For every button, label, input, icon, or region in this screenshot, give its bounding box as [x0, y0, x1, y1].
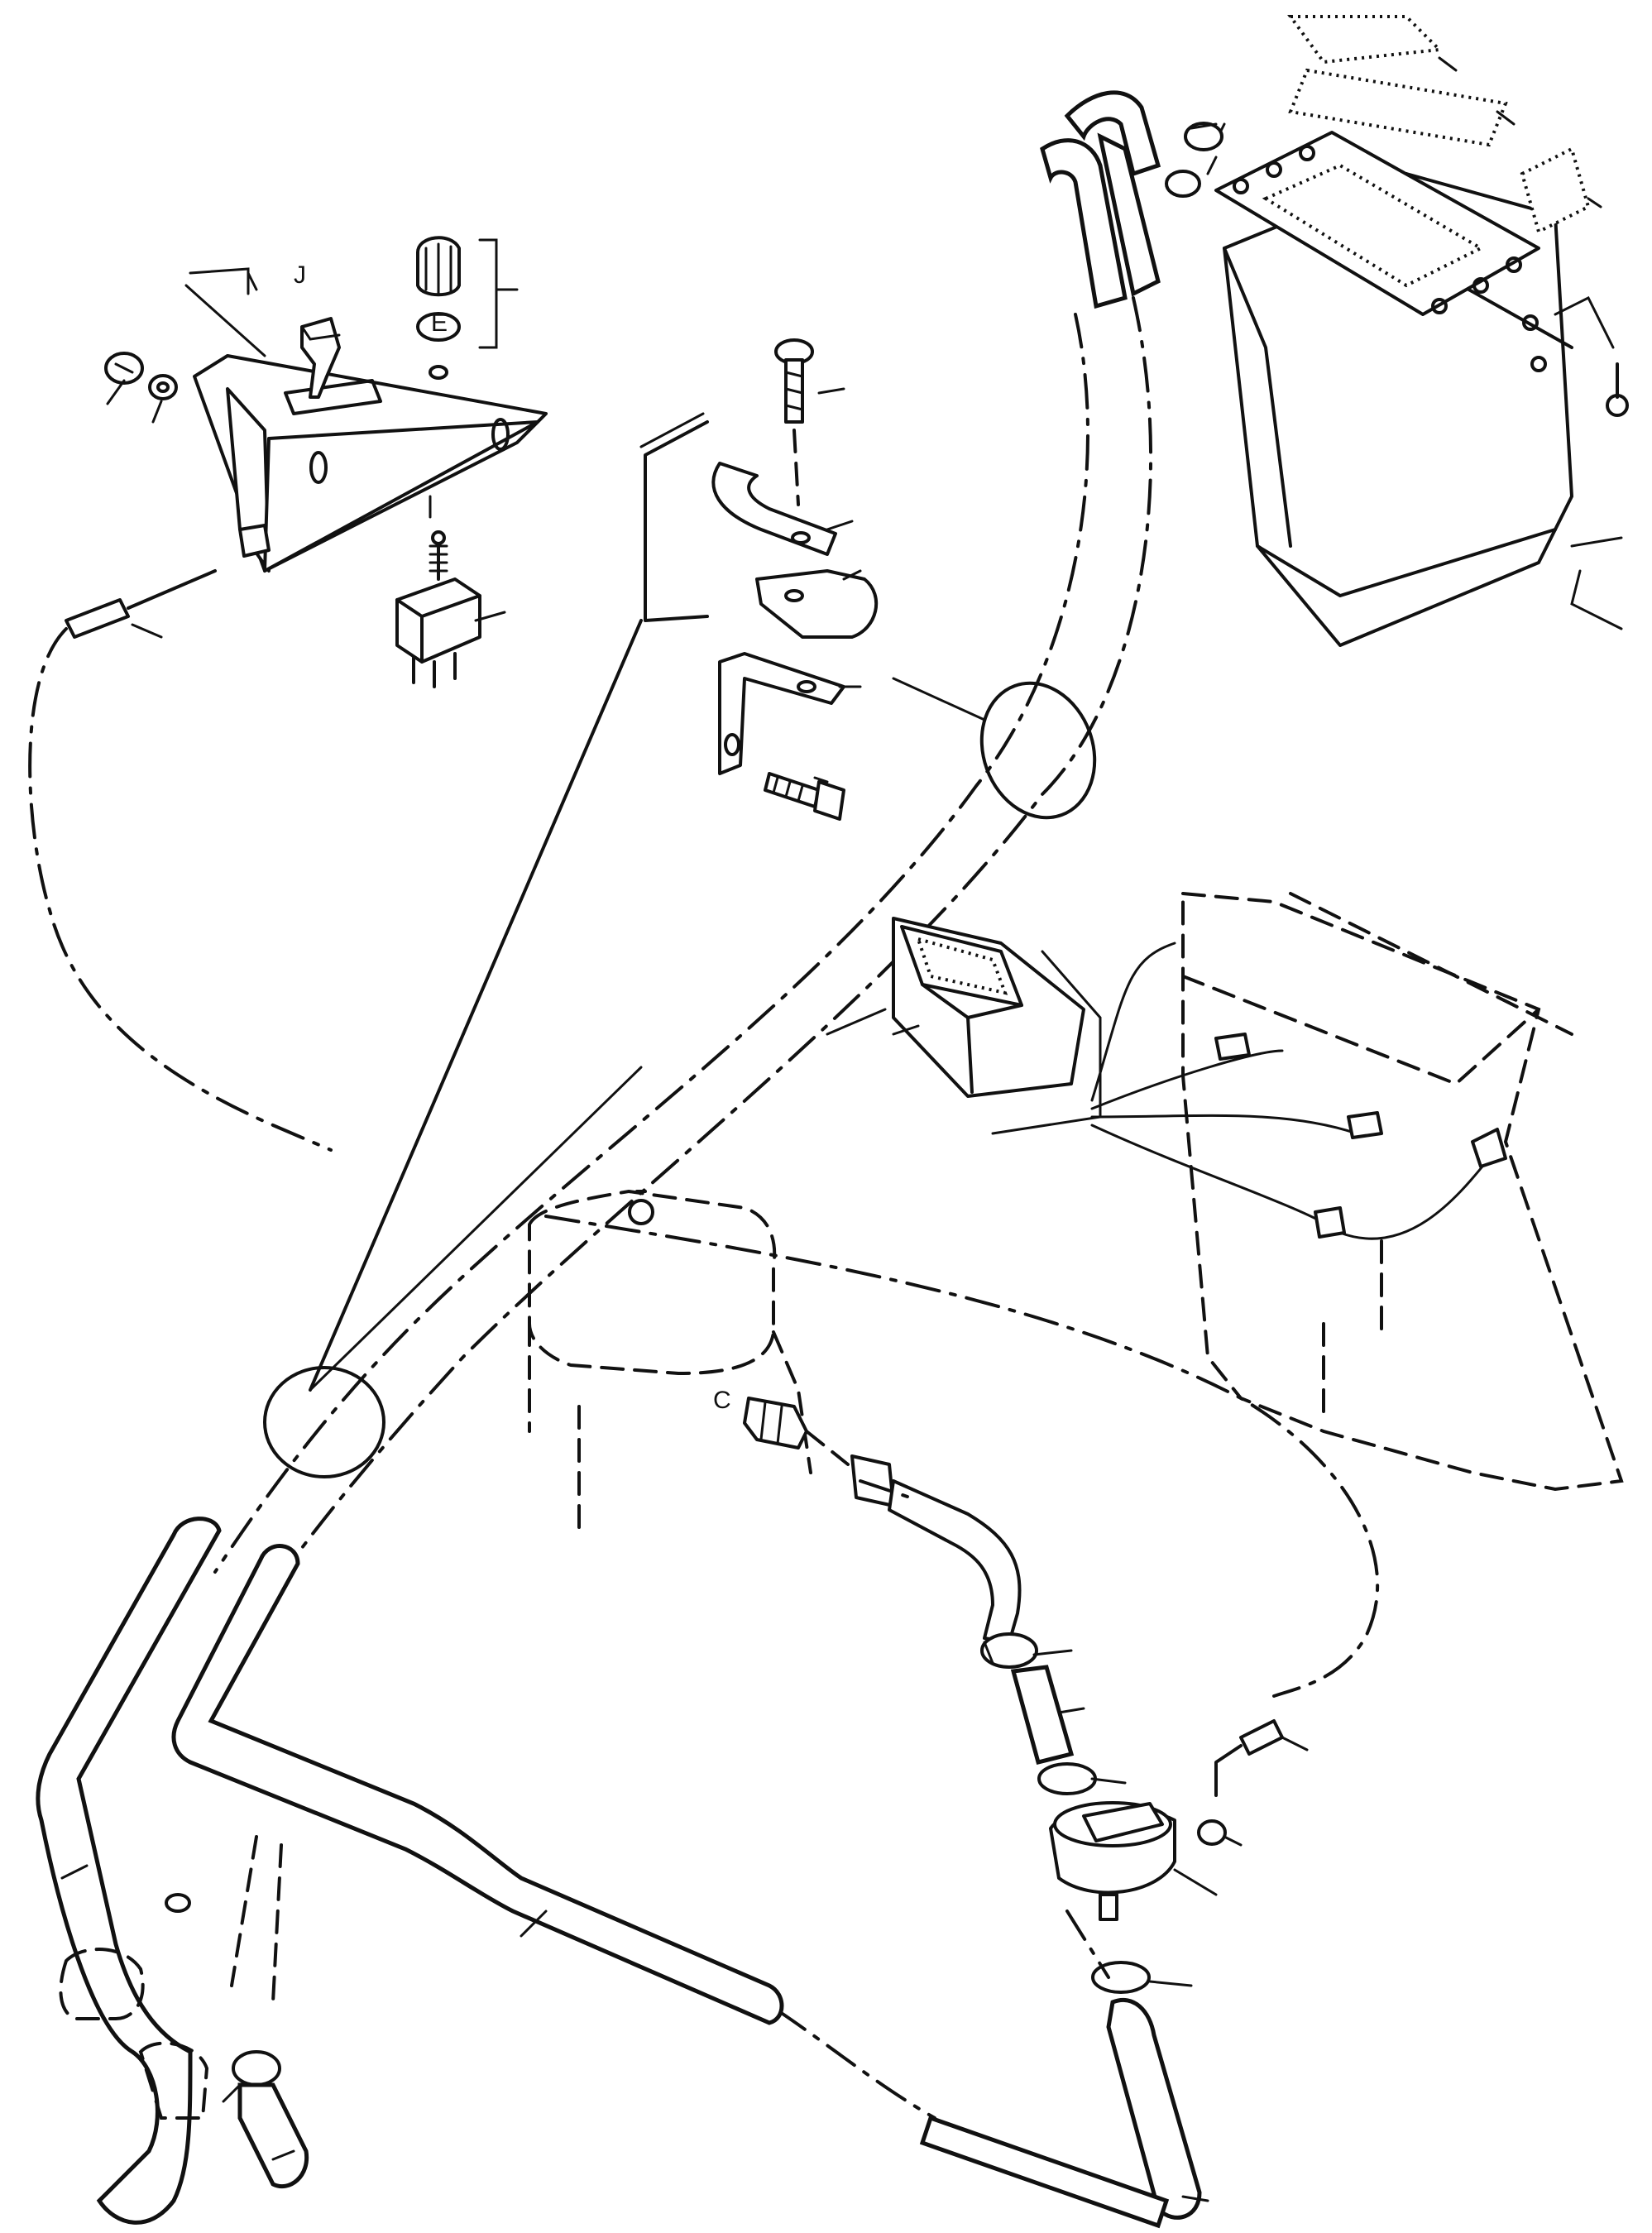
gauge-wiring	[1090, 942, 1507, 1240]
valve-stub-fitting	[743, 1397, 808, 1450]
bracket-leader-lines	[106, 238, 519, 639]
engine-outline	[528, 1189, 812, 1532]
supply-hose-route	[213, 313, 1089, 1574]
lower-valve-clamp	[1091, 1961, 1151, 1994]
control-knob	[416, 236, 461, 380]
clip-leader-lines	[813, 387, 986, 783]
control-cable-route	[28, 627, 333, 1152]
lower-leader-lines	[60, 1864, 548, 2161]
clip-callout-line	[644, 420, 709, 622]
metal-pipe	[888, 1479, 1022, 1644]
valve-cable-end	[1214, 1719, 1284, 1797]
valve-hose-clamp	[1037, 1762, 1097, 1795]
bracket-washer	[148, 374, 178, 400]
gauge-leader-lines	[892, 950, 1102, 1135]
bracket-nut	[104, 352, 144, 385]
p-clip-lower	[755, 569, 879, 639]
control-bracket	[193, 354, 548, 573]
hose-section-lower	[263, 1366, 385, 1478]
valve-leader-lines	[1032, 1649, 1309, 2202]
clip-bolt-top	[774, 338, 814, 424]
gasket-middle	[1288, 68, 1508, 147]
valve-to-lower-hose-route	[776, 2009, 936, 2120]
engine-connection	[59, 1835, 309, 2189]
hose-clamp-top-1	[1184, 122, 1223, 151]
clip-bolt-bottom	[764, 772, 845, 821]
heater-core	[1214, 131, 1573, 647]
angle-bracket	[718, 652, 845, 775]
gauge-unit	[892, 917, 1085, 1098]
valve-nut	[1197, 1819, 1227, 1846]
water-valve	[1049, 1801, 1176, 1921]
heater-core-bolt-holes	[1233, 145, 1547, 372]
gasket-top	[1287, 15, 1444, 65]
long-return-hose	[171, 1544, 784, 2025]
valve-outlet-hose	[919, 1997, 1202, 2229]
gauge-sender-wire	[544, 1215, 1380, 1698]
control-lever	[300, 317, 341, 399]
cable-end-fitting	[65, 524, 271, 639]
hose-section-upper	[979, 681, 1097, 820]
dash-panel	[1181, 891, 1624, 1492]
pipe-union-nut	[850, 1454, 895, 1507]
cap-stem-letter: E	[431, 309, 448, 337]
switch-lever-letter: J	[294, 261, 306, 289]
inlet-hose-top	[1064, 90, 1161, 297]
outlet-hose-top	[1040, 138, 1128, 309]
long-supply-hose	[36, 1517, 222, 2225]
valve-stub-letter: C	[713, 1387, 731, 1414]
top-callout-line	[639, 412, 705, 448]
hose-clamp-top-2	[1165, 170, 1201, 198]
relay-switch	[395, 530, 481, 688]
heater-core-screw	[1606, 362, 1629, 417]
short-hose-valve	[1010, 1665, 1075, 1766]
gasket-side	[1520, 146, 1591, 234]
p-clip-upper	[711, 462, 837, 556]
pipe-hose-clamp	[980, 1632, 1038, 1669]
